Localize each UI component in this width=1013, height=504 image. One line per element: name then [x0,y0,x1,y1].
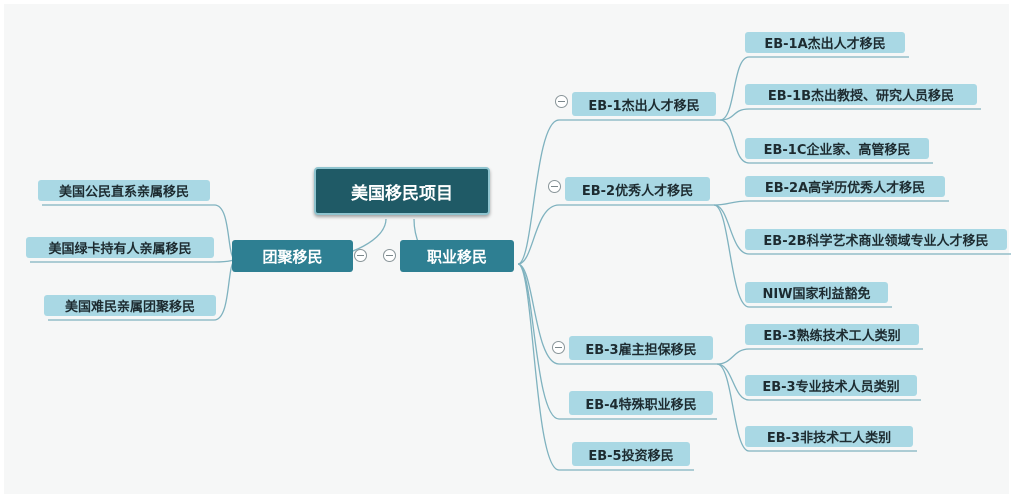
connector-eb2-c [713,204,892,308]
collapse-toggle-icon[interactable] [383,249,396,262]
family-item-1[interactable]: 美国公民直系亲属移民 [38,180,210,201]
connector-eb3-a [716,348,923,365]
connector-eb2-b [713,204,1011,255]
eb5-node[interactable]: EB-5投资移民 [572,442,690,466]
connector-emp-eb4 [517,263,717,420]
eb3-node[interactable]: EB-3雇主担保移民 [569,336,713,360]
connector-eb1-b [719,108,981,121]
connector-emp-eb2 [517,204,714,265]
employment-immigration-node[interactable]: 职业移民 [400,240,514,272]
connector-eb3-c [716,363,917,452]
collapse-toggle-icon[interactable] [552,341,565,354]
connector-emp-eb5 [517,263,694,471]
eb2-item-c[interactable]: NIW国家利益豁免 [745,282,888,303]
eb2-node[interactable]: EB-2优秀人才移民 [565,177,710,201]
family-item-2[interactable]: 美国绿卡持有人亲属移民 [26,237,214,258]
connector-emp-eb1 [517,119,720,265]
connector-eb1-c [719,119,933,164]
eb2-item-b[interactable]: EB-2B科学艺术商业领域专业人才移民 [745,229,1007,250]
connector-eb2-a [713,200,949,206]
eb1-node[interactable]: EB-1杰出人才移民 [572,92,716,116]
eb1-item-a[interactable]: EB-1A杰出人才移民 [745,32,905,53]
root-node[interactable]: 美国移民项目 [314,167,490,215]
collapse-toggle-icon[interactable] [555,95,568,108]
eb2-item-a[interactable]: EB-2A高学历优秀人才移民 [745,176,945,197]
family-item-3[interactable]: 美国难民亲属团聚移民 [44,295,216,316]
eb1-item-b[interactable]: EB-1B杰出教授、研究人员移民 [745,84,977,105]
connector-eb3-b [716,363,921,401]
collapse-toggle-icon[interactable] [548,180,561,193]
connector-eb1-a [719,56,909,121]
eb3-item-b[interactable]: EB-3专业技术人员类别 [745,375,917,396]
eb4-node[interactable]: EB-4特殊职业移民 [569,391,713,415]
connector-emp-eb3 [517,263,717,365]
eb3-item-a[interactable]: EB-3熟练技术工人类别 [745,324,919,345]
family-immigration-node[interactable]: 团聚移民 [232,240,353,272]
connector-family-2 [30,259,237,263]
eb1-item-c[interactable]: EB-1C企业家、高管移民 [745,138,929,159]
collapse-toggle-icon[interactable] [354,249,367,262]
eb3-item-c[interactable]: EB-3非技术工人类别 [745,426,913,447]
